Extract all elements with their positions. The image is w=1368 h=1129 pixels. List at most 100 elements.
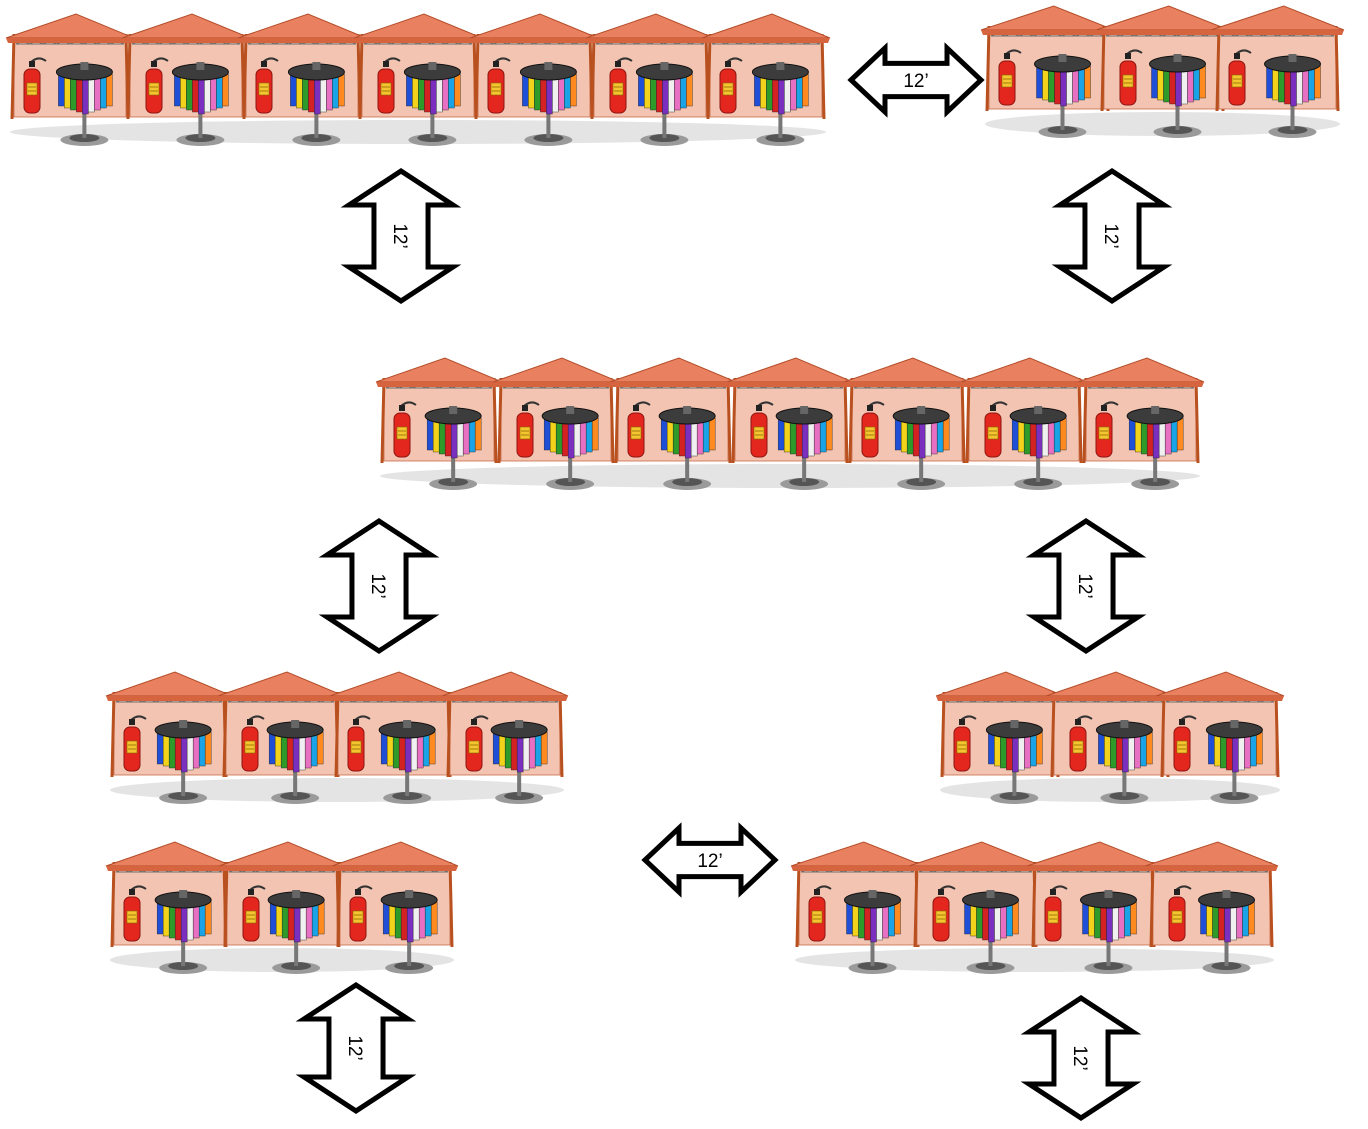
clothing-rack-icon: [775, 406, 833, 490]
tent-icon: [469, 13, 599, 146]
fire-extinguisher-icon: [145, 57, 169, 114]
aisle-arrow-bottom-left-vertical: 12’: [295, 982, 417, 1114]
tent-icon: [441, 671, 569, 804]
fire-extinguisher-icon: [932, 885, 956, 942]
aisle-arrow-bottom-horizontal: 12’: [641, 822, 779, 898]
clothing-rack-icon: [844, 890, 901, 974]
clothing-rack-icon: [962, 890, 1019, 974]
aisle-width-label: 12’: [1069, 1045, 1090, 1070]
clothing-rack-icon: [55, 62, 113, 146]
fire-extinguisher-icon: [1228, 49, 1252, 106]
fire-extinguisher-icon: [1044, 885, 1068, 942]
clothing-rack-icon: [380, 890, 438, 974]
tent-icon: [5, 13, 135, 146]
tent-icon: [908, 841, 1043, 974]
tent-icon: [960, 357, 1088, 490]
tent-icon: [726, 357, 854, 490]
double-arrow-icon: [1051, 168, 1173, 304]
tent-icon: [1077, 357, 1205, 490]
tent-row-lower-right-b: [790, 841, 1279, 974]
double-arrow-icon: [1020, 995, 1142, 1121]
fire-extinguisher-icon: [241, 715, 265, 772]
clothing-rack-icon: [985, 720, 1043, 804]
aisle-arrow-top-horizontal: 12’: [847, 42, 985, 118]
aisle-width-label: 12’: [1100, 223, 1121, 248]
tent-row-lower-left-a: [105, 671, 569, 804]
double-arrow-icon: [1025, 518, 1147, 654]
double-arrow-icon: [847, 42, 985, 118]
tents-layer: [5, 5, 1345, 974]
aisle-width-label: 12’: [389, 223, 410, 248]
clothing-rack-icon: [1080, 890, 1137, 974]
clothing-rack-icon: [1126, 406, 1184, 490]
tent-icon: [121, 13, 251, 146]
clothing-rack-icon: [424, 406, 482, 490]
tent-icon: [1095, 5, 1230, 138]
fire-extinguisher-icon: [998, 49, 1022, 106]
tent-row-lower-right-a: [935, 671, 1285, 804]
fire-extinguisher-icon: [487, 57, 511, 114]
aisle-width-label: 12’: [344, 1035, 365, 1060]
tent-row-top-right: [980, 5, 1345, 138]
tent-icon: [237, 13, 367, 146]
clothing-rack-icon: [658, 406, 716, 490]
clothing-rack-icon: [490, 720, 548, 804]
clothing-rack-icon: [287, 62, 345, 146]
aisle-arrow-mid-left-vertical: 12’: [318, 518, 440, 654]
double-arrow-icon: [318, 518, 440, 654]
fire-extinguisher-icon: [609, 57, 633, 114]
tent-icon: [790, 841, 925, 974]
fire-extinguisher-icon: [953, 715, 977, 772]
fire-extinguisher-icon: [627, 401, 651, 458]
aisle-width-label: 12’: [697, 851, 722, 872]
fire-extinguisher-icon: [349, 885, 373, 942]
tent-icon: [1155, 671, 1285, 804]
tent-icon: [218, 841, 346, 974]
clothing-rack-icon: [635, 62, 693, 146]
tent-row-lower-left-b: [105, 841, 459, 974]
fire-extinguisher-icon: [123, 715, 147, 772]
clothing-rack-icon: [1009, 406, 1067, 490]
clothing-rack-icon: [1205, 720, 1263, 804]
clothing-rack-icon: [892, 406, 950, 490]
fire-extinguisher-icon: [750, 401, 774, 458]
tent-icon: [217, 671, 345, 804]
clothing-rack-icon: [751, 62, 809, 146]
fire-extinguisher-icon: [347, 715, 371, 772]
tent-icon: [701, 13, 831, 146]
clothing-rack-icon: [378, 720, 436, 804]
fire-extinguisher-icon: [465, 715, 489, 772]
clothing-rack-icon: [1149, 54, 1206, 138]
fire-extinguisher-icon: [1168, 885, 1192, 942]
fire-extinguisher-icon: [984, 401, 1008, 458]
fire-extinguisher-icon: [23, 57, 47, 114]
aisle-arrow-bottom-right-vertical: 12’: [1020, 995, 1142, 1121]
fire-extinguisher-icon: [393, 401, 417, 458]
tent-icon: [935, 671, 1065, 804]
clothing-rack-icon: [154, 890, 212, 974]
clothing-rack-icon: [519, 62, 577, 146]
clothing-rack-icon: [403, 62, 461, 146]
tent-icon: [585, 13, 715, 146]
tent-icon: [492, 357, 620, 490]
double-arrow-icon: [641, 822, 779, 898]
fire-extinguisher-icon: [1119, 49, 1143, 106]
tent-row-top-left: [5, 13, 831, 146]
double-arrow-icon: [340, 168, 462, 304]
double-arrow-icon: [295, 982, 417, 1114]
tent-icon: [375, 357, 503, 490]
aisle-width-label: 12’: [367, 573, 388, 598]
tent-icon: [609, 357, 737, 490]
tent-icon: [1210, 5, 1345, 138]
tent-icon: [1045, 671, 1175, 804]
aisle-arrow-top-right-vertical: 12’: [1051, 168, 1173, 304]
fire-extinguisher-icon: [719, 57, 743, 114]
fire-extinguisher-icon: [861, 401, 885, 458]
clothing-rack-icon: [1034, 54, 1091, 138]
tent-icon: [1026, 841, 1161, 974]
aisle-width-label: 12’: [903, 71, 928, 92]
clothing-rack-icon: [154, 720, 212, 804]
clothing-rack-icon: [171, 62, 229, 146]
arrows-layer: 12’12’12’12’12’12’12’12’: [295, 42, 1173, 1121]
